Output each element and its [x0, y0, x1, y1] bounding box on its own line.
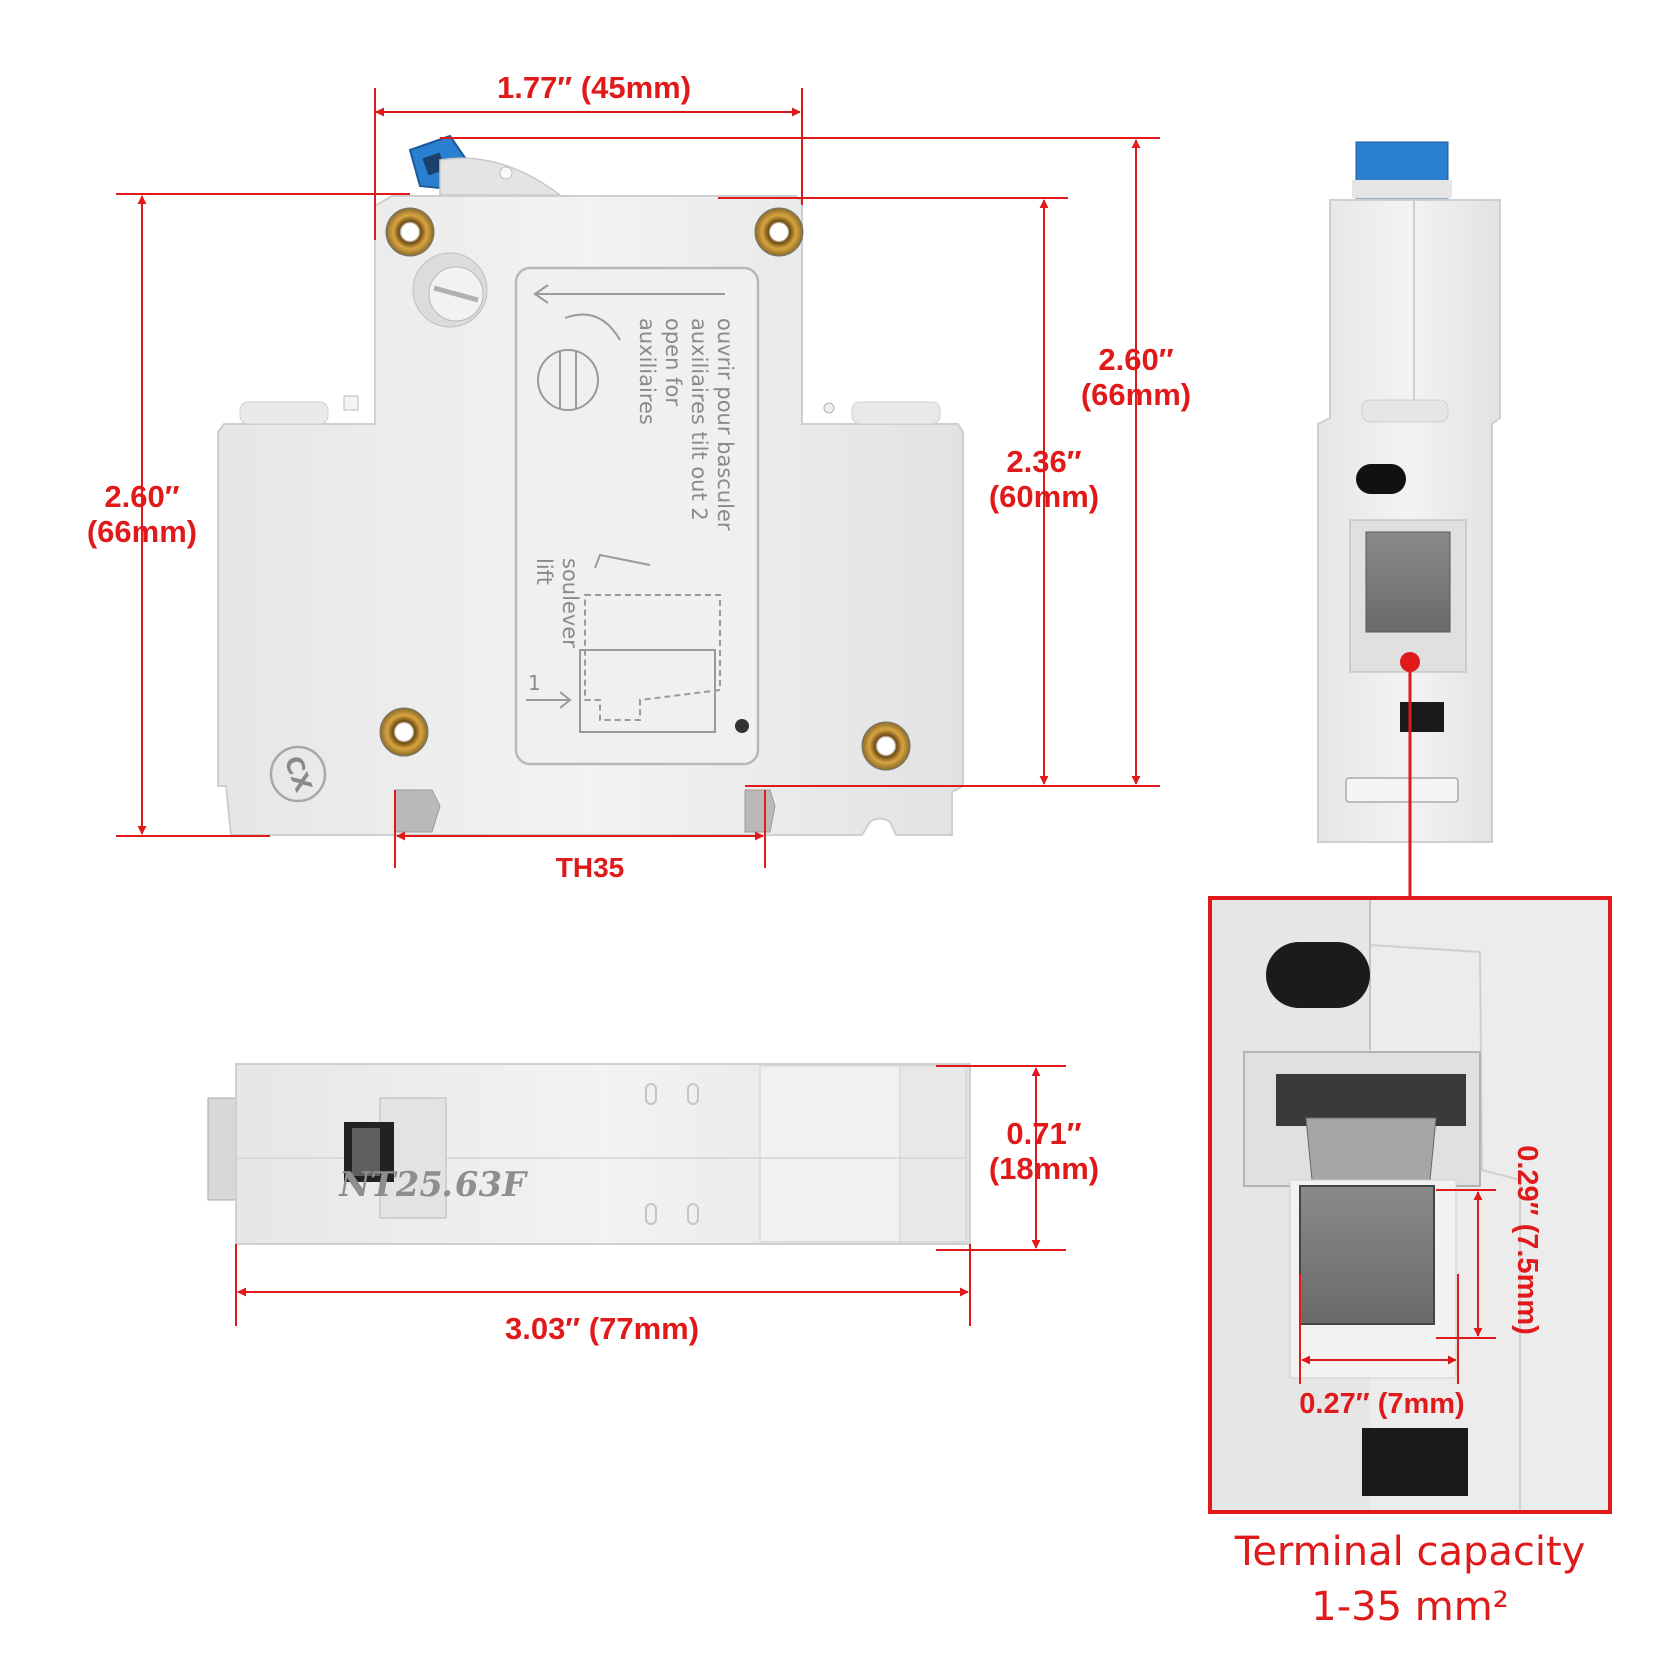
- top-width-label: 1.77″ (45mm): [497, 70, 691, 105]
- screw-terminal-icon: [861, 721, 911, 771]
- inner-height-mm: (60mm): [989, 479, 1099, 514]
- rail-label: TH35: [556, 852, 624, 883]
- inner-height-value: 2.36″: [1006, 444, 1081, 479]
- toggle-handle: [408, 134, 563, 196]
- instruction-line-4: auxiliaires: [635, 318, 659, 425]
- left-height-mm: (66mm): [87, 514, 197, 549]
- instruction-line-2: auxiliaires tilt out 2: [687, 318, 711, 521]
- terminal-detail-zoom: [1208, 896, 1612, 1514]
- instruction-line-3: open for: [661, 318, 685, 406]
- lift-line-2: lift: [532, 558, 556, 585]
- right-height-mm: (66mm): [1081, 377, 1191, 412]
- aux-instructions: ouvrir pour basculer auxiliaires tilt ou…: [635, 318, 737, 531]
- length-label: 3.03″ (77mm): [505, 1311, 699, 1346]
- terminal-width-label: 0.27″ (7mm): [1299, 1388, 1464, 1420]
- depth-value: 0.71″: [1006, 1116, 1081, 1151]
- caption-line-2: 1-35 mm²: [1311, 1584, 1508, 1630]
- left-height-value: 2.60″: [104, 479, 179, 514]
- model-number: NT25.63F: [336, 1165, 530, 1205]
- slot-screw-icon: [412, 252, 488, 328]
- terminal-height-label: 0.29″ (7.5mm): [1511, 1145, 1543, 1335]
- instruction-line-1: ouvrir pour basculer: [713, 318, 737, 531]
- screw-terminal-icon: [385, 207, 435, 257]
- right-height-value: 2.60″: [1098, 342, 1173, 377]
- depth-mm: (18mm): [989, 1151, 1099, 1186]
- side-view: [1317, 141, 1501, 898]
- front-view: ouvrir pour basculer auxiliaires tilt ou…: [217, 134, 964, 836]
- step-one-label: 1: [528, 671, 541, 695]
- bottom-view: NT25.63F: [207, 1063, 971, 1245]
- dimension-lines: [116, 88, 1496, 1384]
- screw-terminal-icon: [754, 207, 804, 257]
- screw-terminal-icon: [379, 707, 429, 757]
- lift-instructions: soulever lift: [532, 558, 582, 648]
- lift-line-1: soulever: [558, 558, 582, 648]
- caption-line-1: Terminal capacity: [1234, 1529, 1586, 1575]
